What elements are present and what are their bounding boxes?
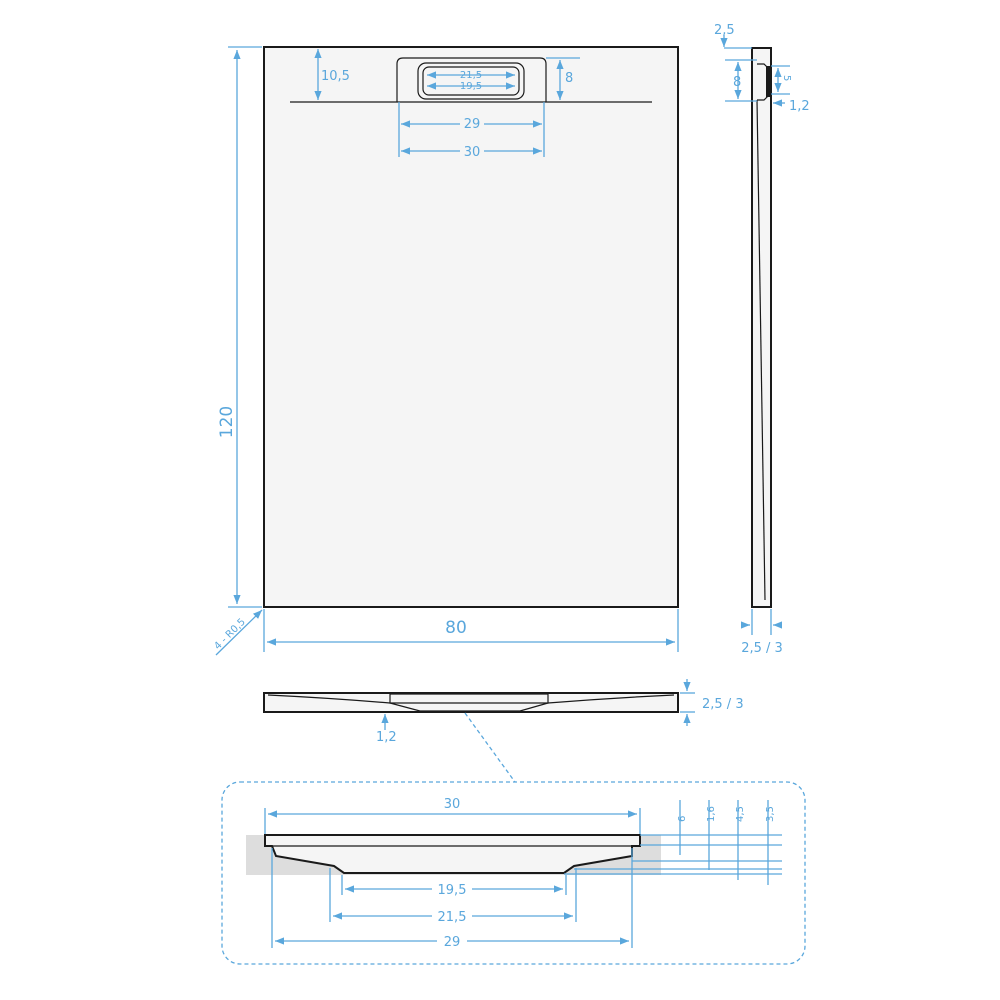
front-thickness-label: 2,5 / 3: [702, 697, 744, 712]
width-label: 80: [445, 618, 467, 638]
detail-view: 30 19,5 21,5 29 6 1,6 4,5 3,5: [221, 781, 806, 965]
grate-inner-label: 19,5: [460, 81, 482, 92]
side-thickness-label: 2,5 / 3: [741, 641, 783, 656]
tray-outline: [263, 46, 679, 608]
grate-outer: [417, 62, 525, 100]
detail-height-label: 3,5: [765, 806, 776, 822]
corner-radius-label: 4 - R0,5: [212, 617, 247, 652]
side-drain-height-label: 8: [733, 75, 741, 90]
height-label: 120: [217, 406, 237, 438]
detail-top-width-label: 30: [444, 797, 461, 812]
side-top-label: 2,5: [714, 23, 735, 38]
drain-outer-width-label: 30: [464, 145, 481, 160]
side-grate-height-label: 5: [781, 75, 792, 81]
detail-height-label: 6: [677, 816, 688, 822]
drain-housing: [396, 57, 547, 102]
drain-depth-label: 8: [565, 71, 573, 86]
front-view: 1,2 2,5 / 3: [263, 679, 744, 783]
detail-grate-inner-label: 19,5: [438, 883, 467, 898]
detail-bottom-width-label: 29: [444, 935, 461, 950]
detail-height-label: 4,5: [735, 806, 746, 822]
grate-outer-label: 21,5: [460, 70, 482, 81]
side-view: 2,5 8 5 1,2 2,5 / 3: [714, 23, 810, 656]
front-lip-label: 1,2: [376, 730, 397, 745]
side-lip-label: 1,2: [789, 99, 810, 114]
detail-grate-outer-label: 21,5: [438, 910, 467, 925]
detail-height-label: 1,6: [706, 806, 717, 822]
drain-inner-width-label: 29: [464, 117, 481, 132]
grate-inner: [422, 66, 520, 96]
drain-offset-label: 10,5: [321, 69, 350, 84]
plan-view: 21,5 19,5 8 10,5 29 30 120 80 4 - R0,5: [212, 46, 679, 656]
